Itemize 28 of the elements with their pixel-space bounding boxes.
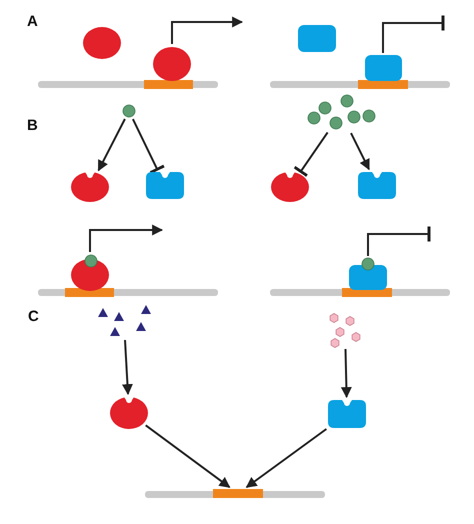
triangle-molecules	[98, 306, 150, 338]
arrow	[145, 424, 230, 488]
arrow	[89, 224, 164, 252]
panel-label: B	[27, 117, 38, 134]
arrow	[171, 16, 244, 44]
binding-site	[213, 489, 263, 498]
repressor-protein	[358, 172, 396, 199]
repressor-protein	[146, 172, 184, 199]
arrow	[98, 118, 126, 172]
arrow	[340, 348, 352, 398]
ligand-molecule	[123, 105, 135, 117]
ligand-bound-repressor	[349, 258, 387, 290]
repressor-protein	[365, 55, 402, 81]
panel-label: C	[28, 308, 39, 325]
arrow	[246, 428, 327, 488]
repressor-protein	[298, 25, 336, 52]
ligand-molecules	[306, 95, 376, 131]
activator-protein	[71, 172, 109, 202]
activator-protein	[271, 172, 309, 202]
hexagon-molecules	[328, 313, 362, 347]
activator-protein	[153, 47, 191, 81]
ligand-bound-activator	[71, 255, 109, 291]
activator-protein	[83, 27, 121, 59]
arrow	[122, 340, 133, 396]
activator-protein	[110, 397, 148, 429]
repressor-protein	[328, 400, 366, 428]
arrow	[350, 132, 370, 170]
panel-label: A	[27, 13, 38, 30]
